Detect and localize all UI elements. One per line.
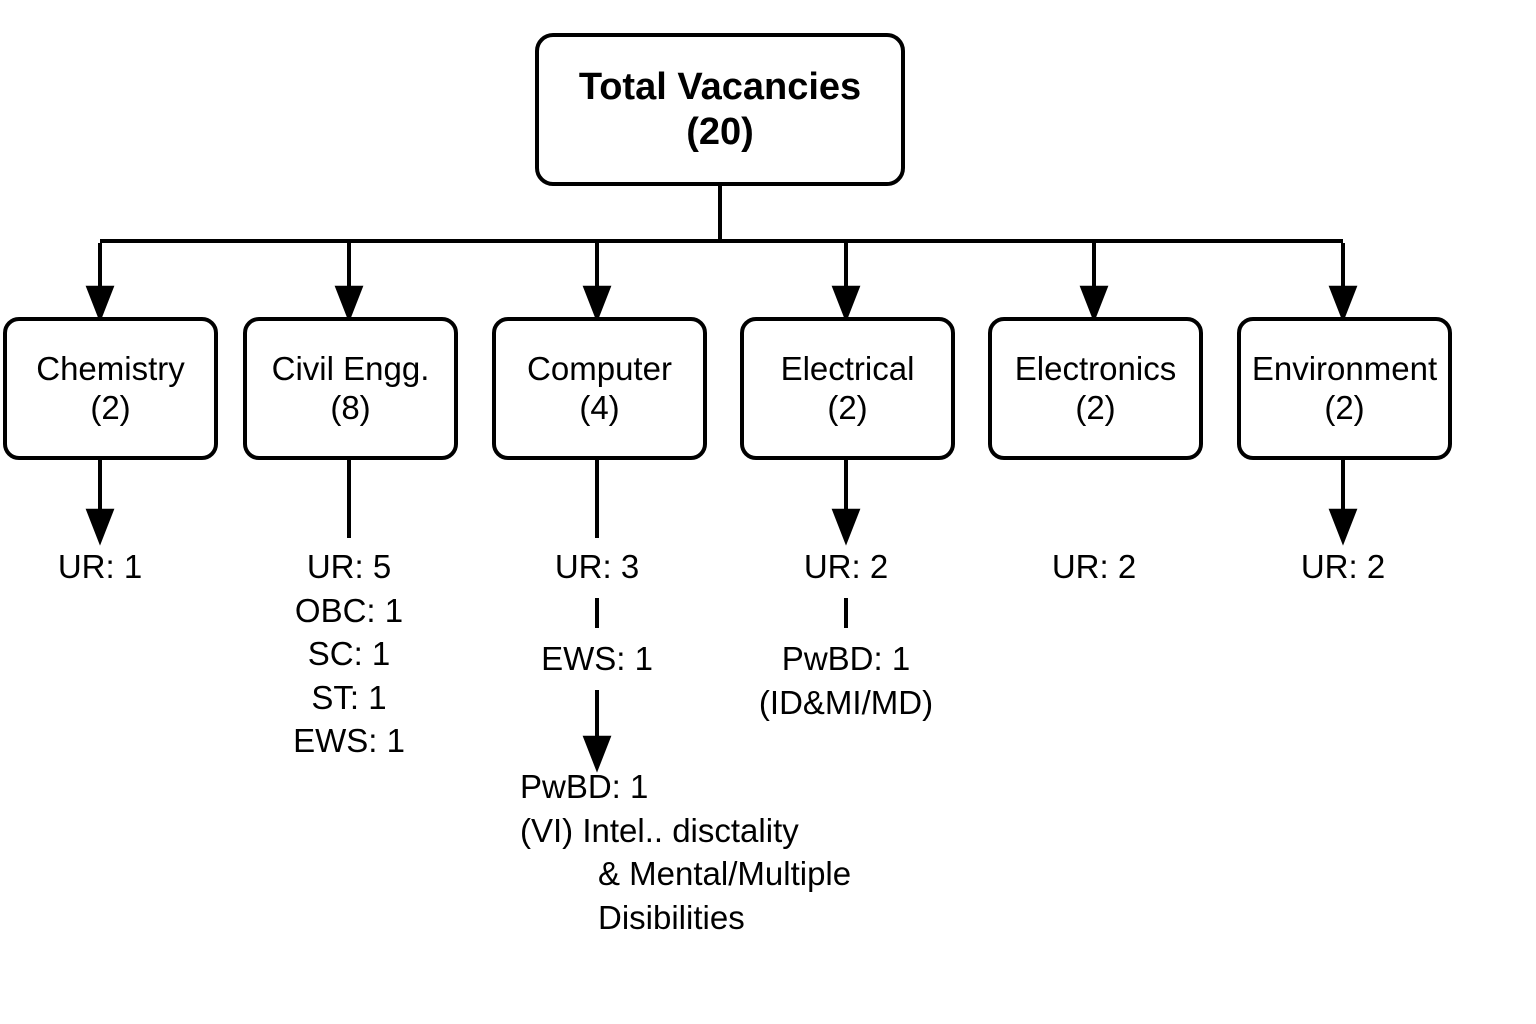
node-chemistry-count: (2) [90, 388, 131, 426]
root-count: (20) [686, 110, 754, 153]
leaf-environment: UR: 2 [1301, 545, 1385, 589]
leaf-computer-pwbd: PwBD: 1 [520, 768, 649, 805]
leaf-electrical-pwbd-group: PwBD: 1 (ID&MI/MD) [759, 637, 933, 724]
leaf-civil-st: ST: 1 [311, 678, 387, 716]
leaf-civil-ur: UR: 5 [306, 548, 392, 585]
node-total-vacancies[interactable]: Total Vacancies (20) [535, 33, 905, 186]
leaf-civil-obc: OBC: 1 [294, 591, 404, 629]
node-electronics-label: Electronics [1014, 349, 1177, 387]
node-computer-count: (4) [579, 388, 620, 426]
leaf-computer-pwbd-note-line1: (VI) Intel.. disctality [520, 811, 799, 849]
leaf-civil-ews: EWS: 1 [293, 722, 405, 760]
leaf-environment-ur: UR: 2 [1300, 548, 1386, 585]
leaf-electrical-pwbd: PwBD: 1 [781, 640, 911, 677]
leaf-chemistry: UR: 1 [58, 545, 142, 589]
leaf-computer-ur-group: UR: 3 [555, 545, 639, 589]
leaf-computer-pwbd-note-line2: & Mental/Multiple [598, 855, 852, 893]
leaf-computer-ews: EWS: 1 [541, 640, 653, 677]
leaf-electronics: UR: 2 [1052, 545, 1136, 589]
leaf-chemistry-ur: UR: 1 [57, 548, 143, 585]
node-civil-engg-label: Civil Engg. [271, 349, 430, 387]
leaf-civil-engg: UR: 5 OBC: 1 SC: 1 ST: 1 EWS: 1 [293, 545, 405, 763]
leaf-computer-ur: UR: 3 [554, 548, 640, 585]
leaf-computer-ews-group: EWS: 1 [541, 637, 653, 681]
node-computer[interactable]: Computer (4) [492, 317, 707, 460]
node-electrical[interactable]: Electrical (2) [740, 317, 955, 460]
node-electrical-label: Electrical [780, 349, 915, 387]
leaf-electronics-ur: UR: 2 [1051, 548, 1137, 585]
node-environment[interactable]: Environment (2) [1237, 317, 1452, 460]
node-electrical-count: (2) [827, 388, 868, 426]
node-computer-label: Computer [527, 349, 672, 387]
node-civil-engg-count: (8) [330, 388, 371, 426]
leaf-electrical-pwbd-note: (ID&MI/MD) [758, 683, 934, 721]
root-title: Total Vacancies [578, 65, 862, 108]
leaf-computer-pwbd-group: PwBD: 1 (VI) Intel.. disctality & Mental… [520, 765, 851, 939]
leaf-electrical-ur: UR: 2 [803, 548, 889, 585]
node-electronics-count: (2) [1075, 388, 1116, 426]
node-environment-label: Environment [1251, 349, 1438, 387]
node-electronics[interactable]: Electronics (2) [988, 317, 1203, 460]
node-chemistry-label: Chemistry [36, 349, 185, 387]
node-chemistry[interactable]: Chemistry (2) [3, 317, 218, 460]
leaf-computer-pwbd-note-line3: Disibilities [598, 898, 745, 936]
leaf-civil-sc: SC: 1 [307, 635, 391, 673]
leaf-electrical-ur-group: UR: 2 [804, 545, 888, 589]
node-civil-engg[interactable]: Civil Engg. (8) [243, 317, 458, 460]
node-environment-count: (2) [1324, 388, 1365, 426]
